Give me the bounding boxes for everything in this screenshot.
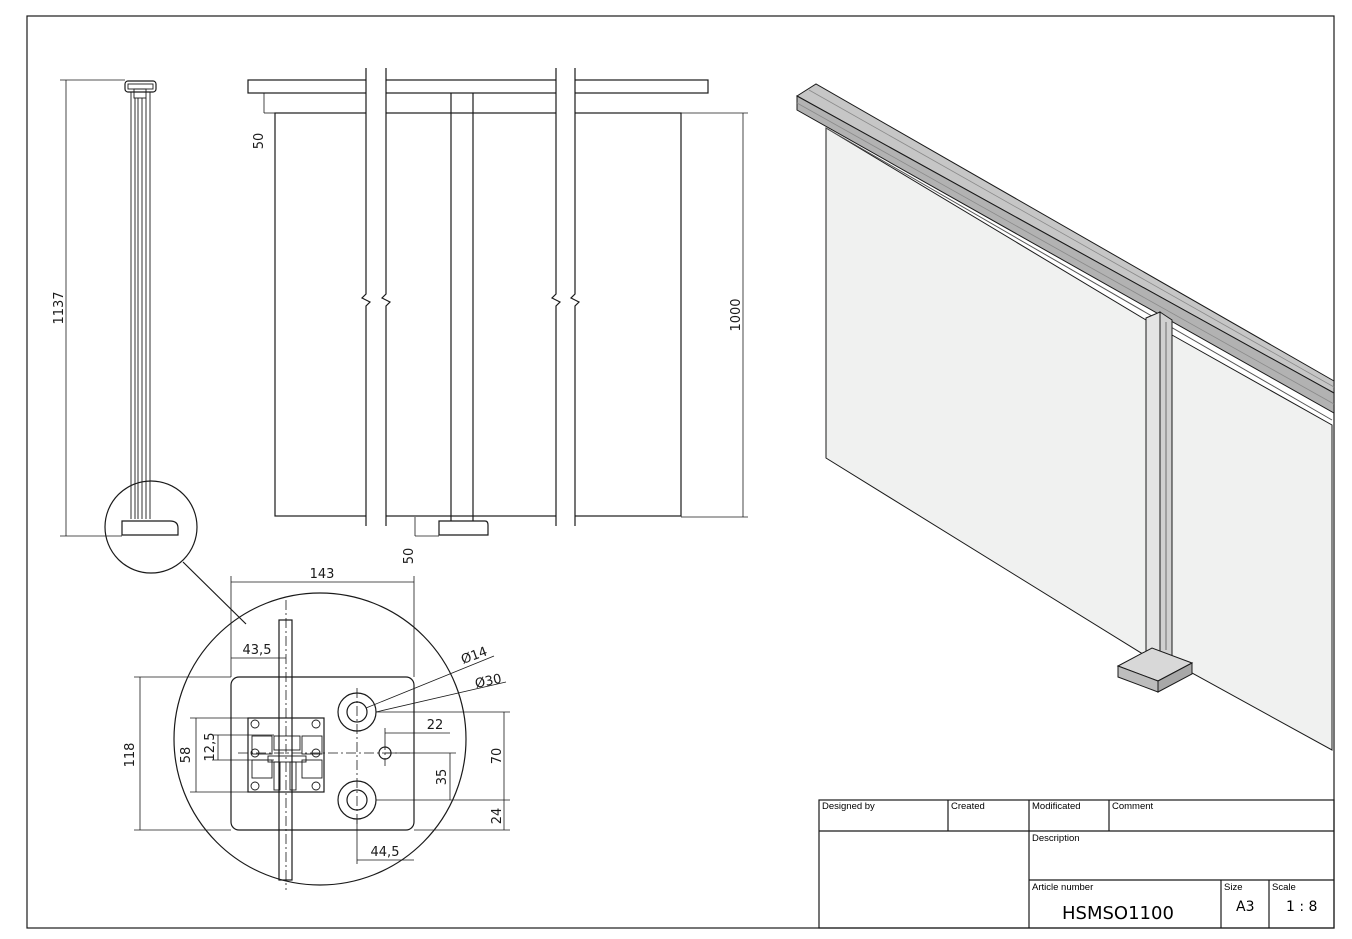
- dim-plate-width: 143: [310, 567, 335, 582]
- sheet-border: [26, 15, 1335, 929]
- dim-top-offset: 50: [252, 133, 267, 150]
- modificated-label: Modificated: [1032, 801, 1081, 812]
- dim-bottom-margin: 24: [490, 808, 505, 825]
- dim-plate-height: 118: [123, 743, 138, 768]
- dim-counterbore-diameter: Ø30: [474, 672, 503, 692]
- dim-hole-x-offset: 44,5: [371, 845, 400, 860]
- dim-glass-height: 1000: [729, 298, 744, 331]
- size-label: Size: [1224, 882, 1242, 893]
- article-number-value: HSMSO1100: [1062, 903, 1174, 924]
- title-block: Designed by Created Modificated Comment …: [818, 799, 1335, 929]
- dim-bottom-offset: 50: [402, 548, 417, 565]
- dim-small-hole-offset: 22: [427, 718, 444, 733]
- dim-slot-width: 12,5: [203, 733, 218, 762]
- dim-hole-spacing: 70: [490, 748, 505, 765]
- isometric-view: [796, 83, 1335, 751]
- scale-label: Scale: [1272, 882, 1296, 893]
- detail-circle: [104, 480, 198, 574]
- designed-by-label: Designed by: [822, 801, 875, 812]
- description-label: Description: [1032, 833, 1080, 844]
- dim-hole-to-center: 35: [435, 769, 450, 786]
- side-view: 1137: [52, 79, 247, 625]
- created-label: Created: [951, 801, 985, 812]
- dim-clamp-height: 58: [179, 747, 194, 764]
- dim-edge-to-center: 43,5: [243, 643, 272, 658]
- detail-view: 143 43,5 118 58 12,5 22 70 35 24: [123, 567, 510, 890]
- article-number-label: Article number: [1032, 882, 1093, 893]
- dim-total-height: 1137: [52, 291, 67, 324]
- scale-value: 1 : 8: [1286, 899, 1317, 915]
- front-view: 50 1000 50: [247, 68, 748, 565]
- comment-label: Comment: [1112, 801, 1154, 812]
- size-value: A3: [1236, 899, 1254, 915]
